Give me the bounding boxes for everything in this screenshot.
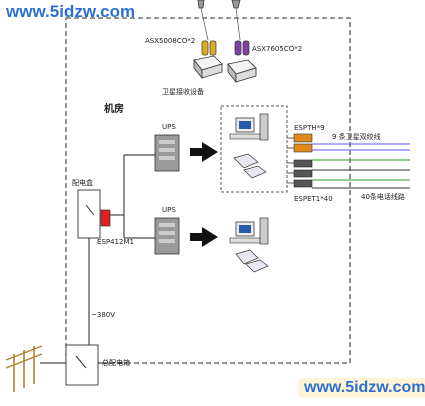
- asx7605-label: ASX7605CO*2: [252, 45, 303, 53]
- espth-label: ESPTH*9: [294, 124, 325, 132]
- espet-line-protector-icon: [293, 159, 313, 188]
- utility-pole-icon: [5, 345, 43, 392]
- espet-label: ESPET1*40: [294, 195, 333, 203]
- phone-icon: [233, 153, 267, 179]
- voltage-label: ~380V: [91, 311, 116, 319]
- watermark-bottom: www.5idzw.com: [298, 378, 425, 398]
- machine-room-label: 机房: [104, 104, 124, 115]
- building-boundary: [65, 17, 351, 364]
- computer-icon: [229, 113, 269, 141]
- espth-desc-label: 9 条卫星双绞线: [332, 133, 381, 141]
- asx5008-label: ASX5008CO*2: [145, 37, 196, 45]
- distribution-box-label: 配电盒: [72, 179, 93, 187]
- ups-top-label: UPS: [162, 123, 176, 131]
- ups-bottom-icon: [154, 217, 180, 255]
- satellite-receiver-label: 卫星接收设备: [162, 88, 204, 96]
- asx5008-protector-icon: [201, 40, 217, 56]
- esp412-protector-icon: [100, 209, 111, 227]
- distribution-box: [77, 189, 101, 239]
- espet-desc-label: 40条电话线路: [361, 193, 405, 201]
- phone-icon: [235, 249, 269, 273]
- computer-icon: [229, 217, 269, 245]
- equipment-group-box: [220, 105, 288, 193]
- ups-top-icon: [154, 134, 180, 172]
- arrow-icon: [190, 227, 218, 247]
- satellite-receiver-icon: [193, 55, 257, 84]
- ups-bottom-label: UPS: [162, 206, 176, 214]
- main-distribution-box: [65, 344, 99, 386]
- satellite-dish-icon: [197, 0, 241, 41]
- asx7605-protector-icon: [234, 40, 250, 56]
- watermark-top: www.5idzw.com: [6, 2, 136, 21]
- arrow-icon: [190, 142, 218, 162]
- esp412-label: ESP412M1: [97, 238, 134, 246]
- main-distribution-label: 总配电箱: [102, 359, 130, 367]
- espth-line-protector-icon: [293, 133, 313, 153]
